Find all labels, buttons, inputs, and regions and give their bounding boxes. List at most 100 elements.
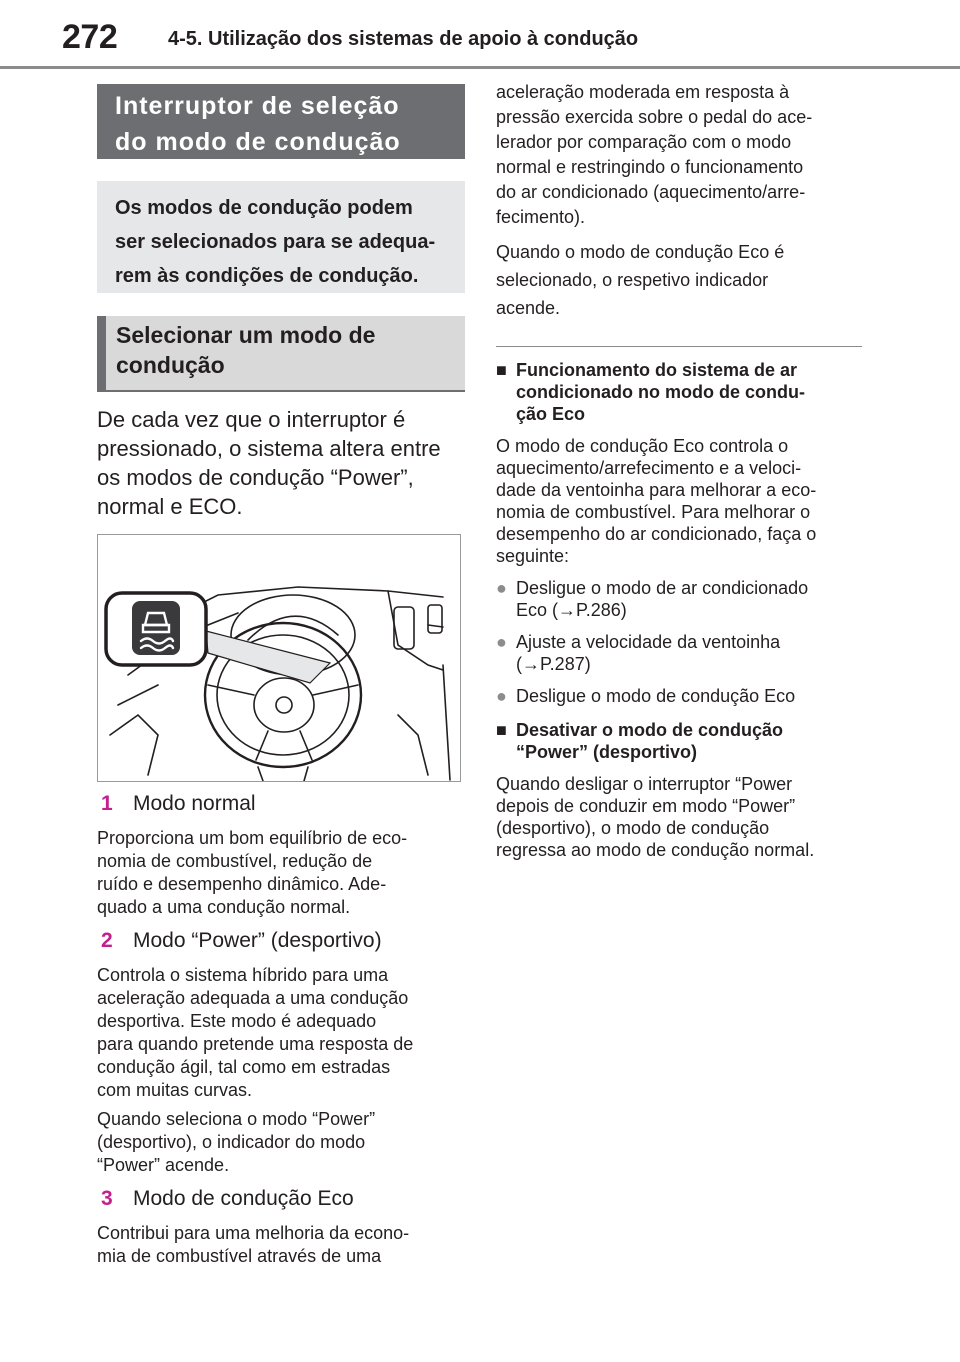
dashboard-illustration [97,534,461,782]
circle-bullet-icon: ● [496,578,507,598]
text-line: aceleração moderada em resposta à [496,82,790,102]
bullet-item: ● Ajuste a velocidade da ventoinha (→P.2… [496,631,864,675]
mode-description: Quando seleciona o modo “Power” (desport… [97,1108,465,1177]
heading-line: Desativar o modo de condução [516,720,784,740]
text-line: Contribui para uma melhoria da econo- [97,1223,410,1243]
page-reference: (→P.287) [516,654,591,674]
text-line: do ar condicionado (aquecimento/arre- [496,182,806,202]
mode-description: Controla o sistema híbrido para uma acel… [97,964,465,1102]
text-line: (desportivo), o indicador do modo [97,1132,366,1152]
lead-paragraph: De cada vez que o interruptor é pression… [97,405,465,521]
text-line: “Power” acende. [97,1155,230,1175]
heading-line: “Power” (desportivo) [516,742,698,762]
text-line: regressa ao modo de condução normal. [496,840,815,860]
power-off-body: Quando desligar o interruptor “Power dep… [496,773,864,861]
text-line: para quando pretende uma resposta de [97,1034,414,1054]
text-line: desempenho do ar condicionado, faça o [496,524,817,544]
mode-label: Modo normal [133,792,256,815]
circle-bullet-icon: ● [496,632,507,652]
lead-line: normal e ECO. [97,494,243,519]
text-line: Proporciona um bom equilíbrio de eco- [97,828,408,848]
lead-line: os modos de condução “Power”, [97,465,414,490]
text-line: depois de conduzir em modo “Power” [496,796,796,816]
text-line: O modo de condução Eco controla o [496,436,789,456]
intro-box: Os modos de condução podem ser seleciona… [97,181,465,293]
text-line: selecionado, o respetivo indicador [496,270,769,290]
text-line: pressão exercida sobre o pedal do ace- [496,107,813,127]
text-line: quado a uma condução normal. [97,897,351,917]
heading-line: ção Eco [516,404,586,424]
text-line: Quando seleciona o modo “Power” [97,1109,376,1129]
mode-description: Proporciona um bom equilíbrio de eco- no… [97,827,465,919]
square-bullet-icon: ■ [496,720,507,740]
text-line: aquecimento/arrefecimento e a veloci- [496,458,802,478]
text-line: nomia de combustível. Para melhorar o [496,502,811,522]
heading-line: condicionado no modo de condu- [516,382,805,402]
power-off-heading: ■ Desativar o modo de condução “Power” (… [496,719,864,763]
mode-number: 1 [101,792,113,815]
mode-heading: 3 Modo de condução Eco [97,1185,465,1212]
text-line: normal e restringindo o funcionamento [496,157,804,177]
text-line: fecimento). [496,207,586,227]
square-bullet-icon: ■ [496,360,507,380]
text-line: Quando desligar o interruptor “Power [496,774,793,794]
right-column: aceleração moderada em resposta à pressã… [496,80,864,861]
bullet-item: ● Desligue o modo de condução Eco [496,685,864,707]
text-line: aceleração adequada a uma condução [97,988,409,1008]
eco-indicator-paragraph: Quando o modo de condução Eco é selecion… [496,238,864,322]
intro-line: rem às condições de condução. [115,265,419,287]
subsection-title-line: condução [116,352,225,378]
steering-wheel-drawing [104,586,451,781]
lead-line: De cada vez que o interruptor é [97,407,406,432]
text-line: desportiva. Este modo é adequado [97,1011,377,1031]
text-line: Quando o modo de condução Eco é [496,242,785,262]
subsection-title-box: Selecionar um modo de condução [97,316,465,390]
text-line: Ajuste a velocidade da ventoinha [516,632,781,652]
page-number: 272 [62,18,118,56]
heading-line: Funcionamento do sistema de ar [516,360,798,380]
left-column: Interruptor de seleção do modo de conduç… [97,84,465,1268]
mode-label: Modo “Power” (desportivo) [133,929,382,952]
text-line: condução ágil, tal como em estradas [97,1057,391,1077]
text-line: com muitas curvas. [97,1080,253,1100]
text-line: dade da ventoinha para melhorar a eco- [496,480,817,500]
subsection-title-line: Selecionar um modo de [116,322,376,348]
subsection-rule [97,390,465,392]
text-line: Desligue o modo de condução Eco [516,686,796,706]
chapter-title-line: Interruptor de seleção [115,92,400,120]
bullet-item: ● Desligue o modo de ar condicionado Eco… [496,577,864,621]
intro-line: Os modos de condução podem [115,197,413,219]
continued-paragraph: aceleração moderada em resposta à pressã… [496,80,864,230]
mode-item-eco: 3 Modo de condução Eco Contribui para uma… [97,1185,465,1268]
text-line: Desligue o modo de ar condicionado [516,578,809,598]
ac-eco-heading: ■ Funcionamento do sistema de ar condici… [496,359,864,425]
mode-item-normal: 1 Modo normal Proporciona um bom equilíbr… [97,790,465,919]
header-rule [0,66,960,69]
chapter-title-line: do modo de condução [115,128,401,156]
text-line: ruído e desempenho dinâmico. Ade- [97,874,387,894]
text-line: Controla o sistema híbrido para uma [97,965,389,985]
text-line: (desportivo), o modo de condução [496,818,770,838]
mode-heading: 2 Modo “Power” (desportivo) [97,927,465,954]
text-line: seguinte: [496,546,570,566]
section-title: 4-5. Utilização dos sistemas de apoio à … [168,28,639,50]
mode-number: 3 [101,1187,113,1210]
text-line: acende. [496,298,561,318]
chapter-title-box: Interruptor de seleção do modo de conduç… [97,84,465,159]
mode-heading: 1 Modo normal [97,790,465,817]
text-line: mia de combustível através de uma [97,1246,382,1266]
lead-line: pressionado, o sistema altera entre [97,436,441,461]
intro-line: ser selecionados para se adequa- [115,231,436,253]
mode-label: Modo de condução Eco [133,1187,354,1210]
mode-description: Contribui para uma melhoria da econo- mi… [97,1222,465,1268]
section-divider [496,346,862,347]
page-reference: Eco (→P.286) [516,600,627,620]
text-line: lerador por comparação com o modo [496,132,792,152]
drive-mode-switch-icon [132,601,180,655]
text-line: nomia de combustível, redução de [97,851,373,871]
ac-eco-body: O modo de condução Eco controla o aqueci… [496,435,864,567]
mode-number: 2 [101,929,113,952]
mode-item-power: 2 Modo “Power” (desportivo) Controla o si… [97,927,465,1177]
page-header: 272 4-5. Utilização dos sistemas de apoi… [0,0,960,69]
circle-bullet-icon: ● [496,686,507,706]
